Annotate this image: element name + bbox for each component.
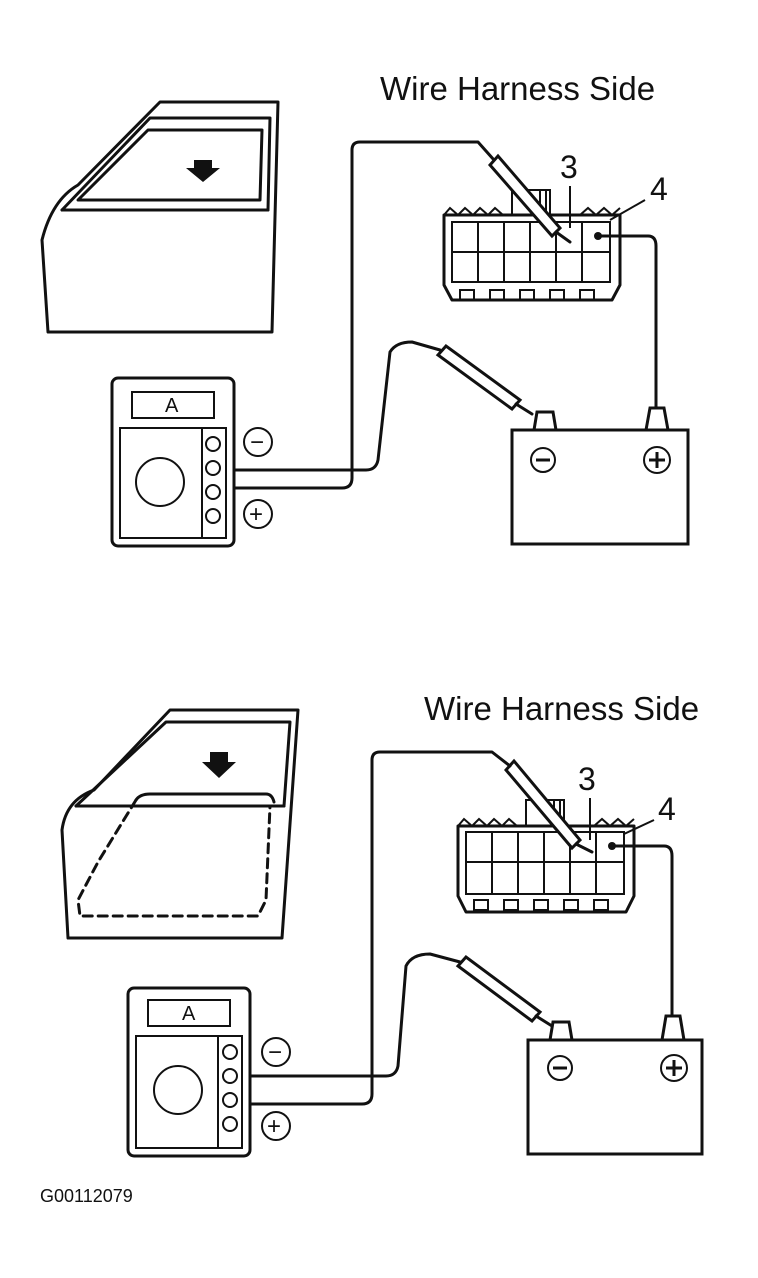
minus-icon [530, 447, 556, 473]
pin-label-4: 4 [658, 791, 676, 827]
down-arrow-icon [202, 752, 236, 778]
battery [526, 1014, 704, 1156]
harness-connector [456, 799, 636, 914]
car-door [40, 100, 280, 334]
panel-2: Wire Harness Side [60, 690, 704, 1158]
meter-mode-label: A [182, 1003, 196, 1025]
ammeter: A [126, 986, 252, 1158]
svg-text:+: + [267, 1113, 281, 1140]
figure-id: G00112079 [40, 1186, 133, 1206]
svg-text:−: − [268, 1039, 282, 1066]
test-lead-positive [244, 750, 512, 1106]
battery [510, 406, 690, 546]
car-door [60, 708, 300, 940]
pin-label-3: 3 [578, 761, 596, 797]
ammeter: A [110, 376, 236, 548]
jumper-wire [596, 234, 658, 414]
plus-icon [660, 1054, 688, 1082]
plus-icon [643, 446, 671, 474]
negative-probe [455, 954, 554, 1028]
test-lead-negative [244, 952, 462, 1078]
pin-label-4: 4 [650, 171, 668, 207]
test-lead-negative [230, 340, 442, 472]
meter-positive-sign: + [243, 499, 273, 529]
harness-side-title: Wire Harness Side [424, 690, 699, 727]
svg-text:+: + [249, 501, 263, 528]
meter-negative-sign: − [261, 1037, 291, 1067]
negative-probe [435, 343, 534, 416]
test-lead-positive [230, 140, 496, 490]
test-probe [488, 153, 572, 244]
meter-negative-sign: − [243, 427, 273, 457]
harness-side-title: Wire Harness Side [380, 70, 655, 107]
meter-positive-sign: + [261, 1111, 291, 1141]
meter-mode-label: A [165, 395, 179, 417]
svg-text:−: − [250, 429, 264, 456]
pin-label-3: 3 [560, 149, 578, 185]
down-arrow-icon [186, 160, 220, 182]
panel-1: Wire Harness Side [40, 70, 690, 548]
jumper-wire [610, 844, 674, 1020]
test-probe [504, 758, 594, 854]
minus-icon [547, 1055, 573, 1081]
